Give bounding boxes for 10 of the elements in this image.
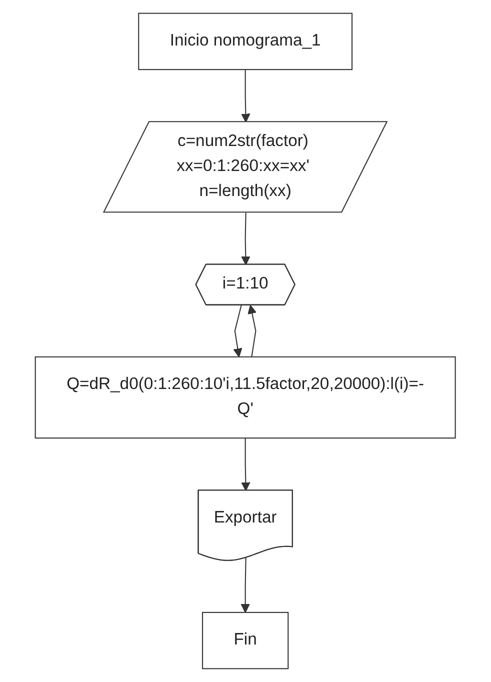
arrow [241,438,250,492]
node-box [138,12,353,70]
node-box [202,612,289,670]
arrow [241,212,250,266]
node-box [34,356,456,439]
flowchart: Inicio nomograma_1 c=num2str(factor) xx=0:1:260:xx=xx' n=length(xx) i=1:10 Q=dR_d0(0:1:260:10'i,11.5factor,20,20000):l(i)=-Q' Exportar Fin [27,5,464,677]
arrow [248,304,257,357]
arrow [241,70,250,123]
arrow [233,305,242,358]
arrow [240,558,250,613]
